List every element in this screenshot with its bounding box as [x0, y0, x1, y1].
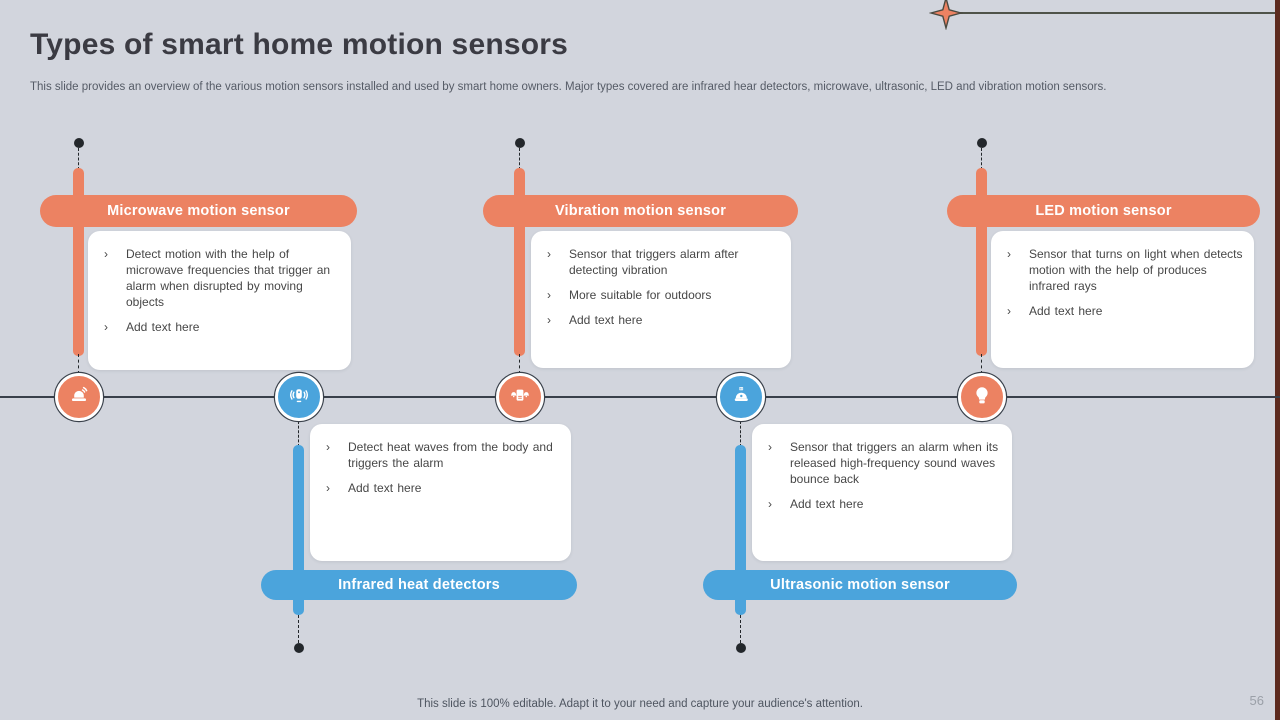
- infrared-header-pill: Infrared heat detectors: [261, 570, 577, 600]
- bullet-text: Sensor that triggers alarm after detecti…: [569, 247, 739, 278]
- microwave-title: Microwave motion sensor: [107, 203, 290, 219]
- bullet-glyph: ›: [326, 481, 330, 496]
- bullet-glyph: ›: [1007, 247, 1011, 261]
- dashed-connector: [298, 615, 299, 643]
- bullet-item: › Add text here: [543, 312, 781, 328]
- bullet-glyph: ›: [326, 440, 330, 454]
- dashed-connector: [740, 421, 741, 447]
- connector-bar: [73, 168, 84, 356]
- bullet-text: Add text here: [348, 481, 422, 496]
- ultrasonic-header-pill: Ultrasonic motion sensor: [703, 570, 1017, 600]
- bullet-text: Add text here: [790, 497, 864, 512]
- bullet-item: › Sensor that turns on light when detect…: [1003, 246, 1244, 294]
- four-point-star-icon: [928, 0, 964, 35]
- page-number: 56: [1249, 693, 1264, 708]
- bullet-glyph: ›: [1007, 304, 1011, 319]
- top-decor-line: [946, 12, 1275, 14]
- page-subtitle: This slide provides an overview of the v…: [30, 81, 1107, 93]
- bullet-item: › Sensor that triggers an alarm when its…: [764, 439, 1002, 487]
- vibration-node: [496, 373, 544, 421]
- bullet-glyph: ›: [768, 440, 772, 454]
- vibration-header-pill: Vibration motion sensor: [483, 195, 798, 227]
- bullet-item: › More suitable for outdoors: [543, 287, 781, 303]
- dashed-connector: [298, 421, 299, 447]
- microwave-node: [55, 373, 103, 421]
- timeline-axis: [0, 396, 1280, 398]
- vibration-alarm-icon: [508, 383, 532, 412]
- infrared-node: [275, 373, 323, 421]
- connector-bar: [514, 168, 525, 356]
- bullet-glyph: ›: [768, 497, 772, 512]
- bullet-glyph: ›: [547, 313, 551, 328]
- bullet-glyph: ›: [547, 247, 551, 261]
- bullet-item: › Detect motion with the help of microwa…: [100, 246, 341, 310]
- timeline-endpoint-dot: [977, 138, 987, 148]
- ultrasonic-title: Ultrasonic motion sensor: [770, 577, 950, 593]
- infrared-card: › Detect heat waves from the body and tr…: [310, 424, 571, 561]
- bullet-glyph: ›: [104, 320, 108, 335]
- footer-note: This slide is 100% editable. Adapt it to…: [417, 698, 863, 710]
- vibration-title: Vibration motion sensor: [554, 203, 727, 219]
- microwave-card: › Detect motion with the help of microwa…: [88, 231, 351, 370]
- ultrasonic-node: [717, 373, 765, 421]
- dashed-connector: [740, 615, 741, 643]
- timeline-endpoint-dot: [515, 138, 525, 148]
- bullet-glyph: ›: [547, 288, 551, 303]
- bullet-item: › Add text here: [764, 496, 1002, 512]
- bullet-text: Add text here: [569, 313, 643, 328]
- led-title: LED motion sensor: [1035, 203, 1172, 219]
- microwave-header-pill: Microwave motion sensor: [40, 195, 357, 227]
- dashed-connector: [78, 354, 79, 374]
- led-header-pill: LED motion sensor: [947, 195, 1260, 227]
- dashed-connector: [981, 148, 982, 170]
- bullet-item: › Add text here: [322, 480, 561, 496]
- timeline-endpoint-dot: [294, 643, 304, 653]
- bullet-glyph: ›: [104, 247, 108, 261]
- dashed-connector: [981, 354, 982, 374]
- led-node: [958, 373, 1006, 421]
- connector-bar: [976, 168, 987, 356]
- page-title: Types of smart home motion sensors: [30, 28, 569, 61]
- ultrasonic-sensor-icon: [729, 383, 753, 412]
- bullet-text: More suitable for outdoors: [569, 288, 712, 303]
- right-edge-accent-bar: [1275, 0, 1280, 720]
- timeline-endpoint-dot: [74, 138, 84, 148]
- bullet-text: Sensor that turns on light when detects …: [1029, 247, 1243, 294]
- dashed-connector: [519, 354, 520, 374]
- timeline-endpoint-dot: [736, 643, 746, 653]
- bullet-text: Add text here: [126, 320, 200, 335]
- vibration-card: › Sensor that triggers alarm after detec…: [531, 231, 791, 368]
- bullet-item: › Add text here: [100, 319, 341, 335]
- bullet-item: › Add text here: [1003, 303, 1244, 319]
- bullet-text: Detect motion with the help of microwave…: [126, 247, 331, 310]
- bullet-text: Sensor that triggers an alarm when its r…: [790, 440, 999, 487]
- light-bulb-icon: [970, 383, 994, 412]
- connector-bar: [293, 445, 304, 615]
- dashed-connector: [78, 148, 79, 170]
- alarm-siren-icon: [67, 383, 91, 412]
- ultrasonic-card: › Sensor that triggers an alarm when its…: [752, 424, 1012, 561]
- infrared-title: Infrared heat detectors: [338, 577, 500, 593]
- led-card: › Sensor that turns on light when detect…: [991, 231, 1254, 368]
- bullet-text: Add text here: [1029, 304, 1103, 319]
- dashed-connector: [519, 148, 520, 170]
- connector-bar: [735, 445, 746, 615]
- bullet-item: › Detect heat waves from the body and tr…: [322, 439, 561, 471]
- bullet-item: › Sensor that triggers alarm after detec…: [543, 246, 781, 278]
- motion-sensor-icon: [287, 383, 311, 412]
- bullet-text: Detect heat waves from the body and trig…: [348, 440, 553, 471]
